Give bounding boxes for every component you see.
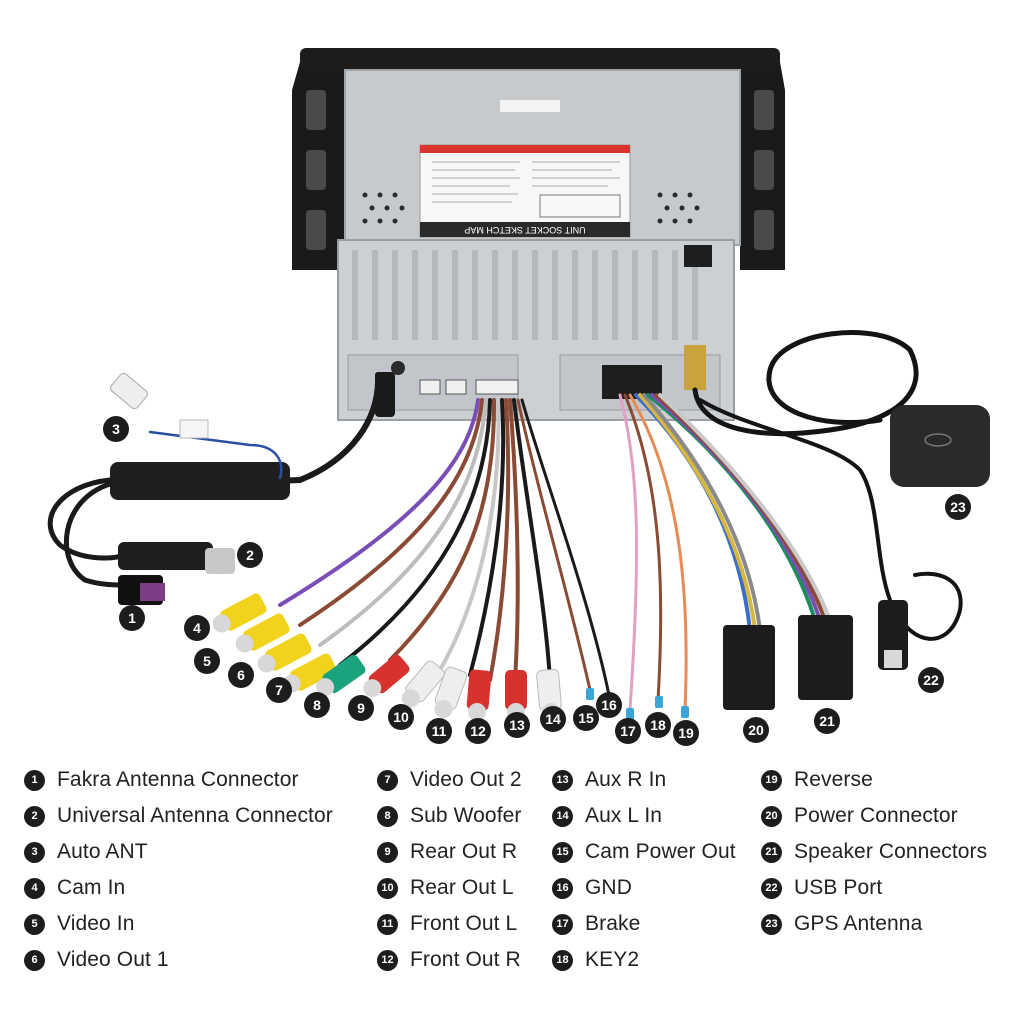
legend-label: Aux R In <box>585 768 667 791</box>
legend-label: Fakra Antenna Connector <box>57 768 299 791</box>
legend-label: Front Out L <box>410 912 518 935</box>
legend-label: Video Out 1 <box>57 948 169 971</box>
callout-10: 10 <box>388 704 414 730</box>
legend-label: Aux L In <box>585 804 663 827</box>
usb-cable <box>698 398 963 670</box>
rca-plugs <box>212 593 562 722</box>
callout-16: 16 <box>596 692 622 718</box>
callout-18: 18 <box>645 712 671 738</box>
power-wire-harness <box>618 393 832 712</box>
legend-label: Sub Woofer <box>410 804 522 827</box>
callout-12: 12 <box>465 718 491 744</box>
callout-11: 11 <box>426 718 452 744</box>
callout-7: 7 <box>266 677 292 703</box>
legend-label: Reverse <box>794 768 873 791</box>
legend-label: Front Out R <box>410 948 521 971</box>
legend-label: Universal Antenna Connector <box>57 804 333 827</box>
callout-14: 14 <box>540 706 566 732</box>
callout-13: 13 <box>504 712 530 738</box>
callout-22: 22 <box>918 667 944 693</box>
legend-label: Video Out 2 <box>410 768 522 791</box>
rca-wire-harness <box>278 398 612 702</box>
unit-illustration: UNIT SOCKET SKETCH MAP <box>47 48 990 722</box>
legend-label: Cam Power Out <box>585 840 736 863</box>
legend-label: Brake <box>585 912 641 935</box>
legend-label: Rear Out L <box>410 876 514 899</box>
antenna-cables <box>47 372 395 605</box>
callout-5: 5 <box>194 648 220 674</box>
callout-4: 4 <box>184 615 210 641</box>
gps-antenna <box>692 330 990 487</box>
legend-label: Speaker Connectors <box>794 840 988 863</box>
callout-8: 8 <box>304 692 330 718</box>
legend-label: Rear Out R <box>410 840 518 863</box>
callout-23: 23 <box>945 494 971 520</box>
callout-15: 15 <box>573 705 599 731</box>
callout-19: 19 <box>673 720 699 746</box>
callout-17: 17 <box>615 718 641 744</box>
legend-label: Auto ANT <box>57 840 148 863</box>
legend-label: Cam In <box>57 876 126 899</box>
legend-label: KEY2 <box>585 948 640 971</box>
callout-21: 21 <box>814 708 840 734</box>
socket-sketch-sticker: UNIT SOCKET SKETCH MAP <box>419 144 631 238</box>
sticker-title: UNIT SOCKET SKETCH MAP <box>464 225 585 235</box>
legend-label: Power Connector <box>794 804 958 827</box>
legend-label: GND <box>585 876 632 899</box>
speaker-connector <box>798 615 853 700</box>
callout-6: 6 <box>228 662 254 688</box>
callout-3: 3 <box>103 416 129 442</box>
legend-label: USB Port <box>794 876 883 899</box>
callout-20: 20 <box>743 717 769 743</box>
unit-rear-panel <box>337 239 735 421</box>
callout-9: 9 <box>348 695 374 721</box>
wiring-diagram: UNIT SOCKET SKETCH MAP <box>47 48 990 746</box>
callout-2: 2 <box>237 542 263 568</box>
legend-label: Video In <box>57 912 135 935</box>
legend-label: GPS Antenna <box>794 912 923 935</box>
callout-1: 1 <box>119 605 145 631</box>
power-connector <box>723 625 775 710</box>
